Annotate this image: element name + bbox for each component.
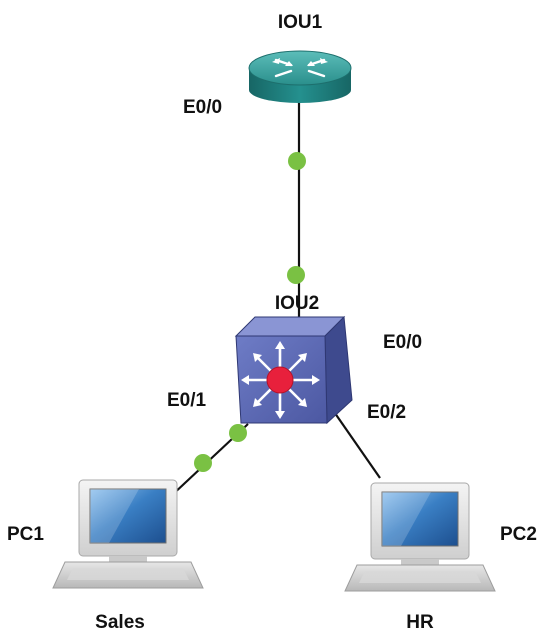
link-status-dot [194, 454, 212, 472]
link-status-dot [288, 152, 306, 170]
router-name-label: IOU1 [278, 12, 323, 33]
switch-pc2-port-label: E0/2 [367, 402, 406, 423]
switch-name-label: IOU2 [275, 293, 319, 314]
link-status-dot [229, 424, 247, 442]
multilayer-switch-icon[interactable] [234, 315, 353, 425]
link-switch-pc2 [329, 405, 381, 479]
pc2-group-label: HR [406, 612, 434, 633]
router-port-label: E0/0 [183, 97, 222, 118]
switch-pc1-port-label: E0/1 [167, 390, 207, 411]
switch-uplink-port-label: E0/0 [383, 332, 422, 353]
router-icon[interactable] [248, 50, 352, 103]
pc1-name-label: PC1 [7, 524, 44, 545]
laptop-icon[interactable] [52, 479, 204, 589]
link-status-dot [287, 266, 305, 284]
pc2-name-label: PC2 [500, 524, 537, 545]
pc1-group-label: Sales [95, 612, 145, 633]
laptop-icon[interactable] [344, 482, 496, 592]
